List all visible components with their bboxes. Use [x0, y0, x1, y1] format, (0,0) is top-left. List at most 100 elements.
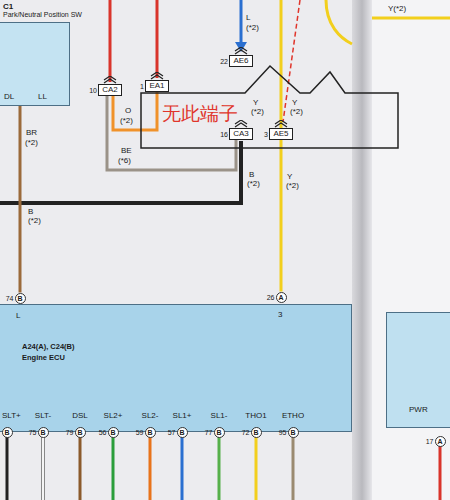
connector-letter: B — [16, 294, 25, 303]
pin-circle: 79B — [75, 427, 86, 438]
pin-name: PWR — [409, 405, 428, 414]
pin-circle: 59B — [145, 427, 156, 438]
connector-letter: B — [76, 428, 85, 437]
pin-name: DSL — [72, 411, 88, 420]
chevron-stroke — [235, 47, 247, 51]
wire-label: (*2) — [286, 181, 299, 190]
connector-letter: B — [289, 428, 298, 437]
wire-label: (*2) — [251, 107, 264, 116]
pin-number: 79 — [66, 428, 74, 437]
connector-code: AE6 — [233, 56, 248, 65]
connector-code: CA2 — [102, 85, 118, 94]
wire-color-code: BR — [25, 128, 38, 137]
wire-label: Y(*2) — [388, 4, 406, 13]
pin-number: 57 — [168, 428, 176, 437]
wire-label: LL — [38, 92, 47, 101]
pin-number: 22 — [220, 57, 228, 66]
connector-letter: B — [178, 428, 187, 437]
chevron-stroke — [104, 76, 116, 80]
wire-label: (*2) — [290, 107, 303, 116]
connector-chevron — [274, 120, 288, 128]
pin-circle: 56B — [108, 427, 119, 438]
connector-chevron — [150, 72, 164, 80]
connector-chevron — [103, 76, 117, 84]
wire-color-code: Y — [286, 172, 293, 181]
pin-name: SL1- — [211, 411, 228, 420]
component-name: Engine ECU — [22, 353, 65, 362]
connector-letter: B — [146, 428, 155, 437]
wire-label: (*2) — [247, 179, 260, 188]
pin-circle: 17A — [435, 436, 446, 447]
wire-label: L — [16, 311, 20, 320]
connector-code: CA3 — [233, 129, 249, 138]
wire-label: B — [249, 170, 254, 179]
wire-label: DL — [4, 92, 14, 101]
component-code: C1 — [3, 2, 13, 11]
connector-chevron — [234, 120, 248, 128]
chevron-stroke — [275, 123, 287, 127]
chevron-stroke — [275, 120, 287, 124]
wire-label: (*2) — [25, 138, 38, 147]
pin-circle: 95B — [288, 427, 299, 438]
connector-box: 10CA2 — [98, 84, 122, 96]
pin-number: 10 — [89, 86, 97, 95]
pin-circle: B — [2, 427, 13, 438]
wire-label: 3 — [278, 310, 282, 319]
pin-number: 72 — [242, 428, 250, 437]
connector-code: AE5 — [273, 129, 288, 138]
pin-name: SL1+ — [173, 411, 192, 420]
pin-circle: 74B — [15, 293, 26, 304]
wire — [19, 106, 22, 293]
chevron-stroke — [151, 75, 163, 79]
wire — [280, 140, 283, 292]
wire-label: (*2) — [28, 216, 41, 225]
wire-label: Y — [292, 98, 297, 107]
pin-number: 74 — [6, 294, 14, 303]
pin-number: 95 — [279, 428, 287, 437]
callout-note: 无此端子 — [162, 102, 238, 124]
pin-name: ETHO — [282, 411, 304, 420]
pin-name: THO1 — [245, 411, 266, 420]
chevron-stroke — [104, 79, 116, 83]
connector-chevron — [234, 47, 248, 55]
component-code: A24(A), C24(B) — [22, 342, 75, 351]
pin-number: 56 — [99, 428, 107, 437]
wire-label: B — [28, 207, 33, 216]
pin-number: 26 — [267, 293, 275, 302]
connector-letter: A — [436, 437, 445, 446]
connector-box: 1EA1 — [145, 80, 169, 92]
connector-letter: B — [109, 428, 118, 437]
chevron-stroke — [235, 123, 247, 127]
pin-name: SL2+ — [104, 411, 123, 420]
pin-number: 75 — [29, 428, 37, 437]
pin-number: 1 — [140, 82, 144, 91]
pin-circle: 75B — [38, 427, 49, 438]
wire-label: (*6) — [118, 156, 131, 165]
connector-letter: B — [252, 428, 261, 437]
pin-number: 77 — [205, 428, 213, 437]
wire-color-code: BE — [120, 146, 133, 155]
connector-box: 22AE6 — [229, 55, 253, 67]
pin-circle: 57B — [177, 427, 188, 438]
pin-number: 17 — [426, 437, 434, 446]
connector-code: EA1 — [149, 81, 164, 90]
pin-circle: 72B — [251, 427, 262, 438]
component-name: Park/Neutral Position SW — [3, 11, 82, 18]
connector-letter: B — [3, 428, 12, 437]
connector-box: 3AE5 — [269, 128, 293, 140]
chevron-stroke — [235, 50, 247, 54]
pin-name: SL2- — [142, 411, 159, 420]
wire-color-code: O — [124, 106, 132, 115]
wire-label: (*2) — [246, 23, 259, 32]
pin-circle: 26A — [276, 292, 287, 303]
pin-number: 59 — [136, 428, 144, 437]
wire-label: (*2) — [120, 116, 133, 125]
connector-letter: B — [215, 428, 224, 437]
connector-letter: A — [277, 293, 286, 302]
pin-number: 16 — [220, 130, 228, 139]
connector-letter: B — [39, 428, 48, 437]
wire-label: Y — [253, 98, 258, 107]
pin-name: SLT+ — [2, 411, 21, 420]
chevron-stroke — [151, 72, 163, 76]
wire — [113, 92, 157, 130]
